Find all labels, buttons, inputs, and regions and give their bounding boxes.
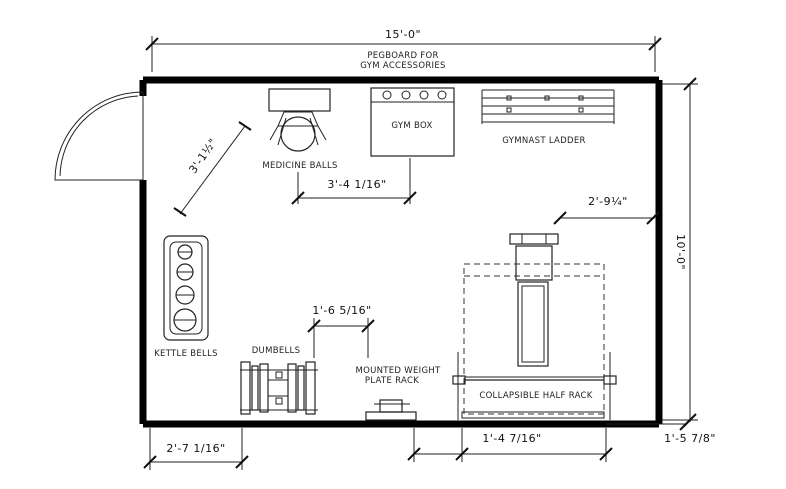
dim-gymbox-gap: 3'-4 1/16" (291, 158, 417, 205)
dim-tick (679, 417, 693, 431)
kettle-bell-rack (163, 235, 209, 341)
gymnast-ladder (481, 89, 615, 124)
half-rack-label: COLLAPSIBLE HALF RACK (479, 391, 592, 401)
dim-overall-height-text: 10'-0" (674, 234, 687, 270)
dim-overall-width: 15'-0" (145, 28, 662, 72)
weight-bench (509, 233, 559, 367)
dim-tick (238, 121, 252, 131)
dim-overall-height: 10'-0" (662, 77, 698, 427)
plate-rack-label-line1: MOUNTED WEIGHT (355, 366, 441, 376)
dumbbells-label: DUMBELLS (252, 346, 301, 356)
dim-tick (683, 77, 697, 91)
dim-tick (235, 455, 249, 469)
gymnast-ladder-label: GYMNAST LADDER (502, 136, 585, 146)
room-walls (139, 76, 663, 428)
dim-overall-width-text: 15'-0" (385, 28, 421, 41)
dim-ladder-gap: 2'-9¼" (553, 195, 660, 225)
dim-bottom-right: 1'-5 7/8" (606, 417, 716, 445)
dim-bottom-left: 2'-7 1/16" (143, 428, 249, 470)
dim-tick (307, 319, 321, 333)
dim-bottom-mid: 1'-4 7/16" (407, 428, 613, 462)
pegboard-label-line2: GYM ACCESSORIES (360, 61, 445, 71)
dim-dumbbell-gap-text: 1'-6 5/16" (312, 304, 371, 317)
dim-bottom-left-text: 2'-7 1/16" (166, 442, 225, 455)
dim-tick (145, 37, 159, 51)
medicine-ball-stand (268, 88, 331, 152)
pegboard-label-line1: PEGBOARD FOR (367, 51, 438, 61)
dim-gymbox-gap-text: 3'-4 1/16" (327, 178, 386, 191)
kettle-bells-label: KETTLE BELLS (154, 349, 218, 359)
dim-diag-ball: 3'-1½" (173, 121, 252, 217)
dim-dumbbell-gap: 1'-6 5/16" (307, 304, 375, 358)
gym-box-label: GYM BOX (391, 121, 432, 131)
dim-tick (455, 447, 469, 461)
dim-ladder-gap-text: 2'-9¼" (588, 195, 628, 208)
dim-tick (648, 37, 662, 51)
dim-tick (646, 211, 660, 225)
dim-tick (291, 191, 305, 205)
dim-tick (403, 191, 417, 205)
dim-tick (553, 211, 567, 225)
dim-bottom-mid-text: 1'-4 7/16" (482, 432, 541, 445)
plate-rack (365, 399, 417, 421)
dim-tick (407, 447, 421, 461)
collapsible-half-rack (452, 263, 617, 420)
dim-tick (361, 319, 375, 333)
dim-tick (599, 447, 613, 461)
dim-bottom-right-text: 1'-5 7/8" (664, 432, 716, 445)
door-swing (54, 91, 144, 181)
medicine-balls-label: MEDICINE BALLS (262, 161, 337, 171)
dim-tick (173, 207, 187, 217)
plate-rack-label-line2: PLATE RACK (365, 376, 419, 386)
dim-tick (143, 455, 157, 469)
gym-box (370, 87, 455, 157)
dim-diag-ball-text: 3'-1½" (186, 136, 219, 176)
dumbbell-rack (240, 361, 318, 415)
